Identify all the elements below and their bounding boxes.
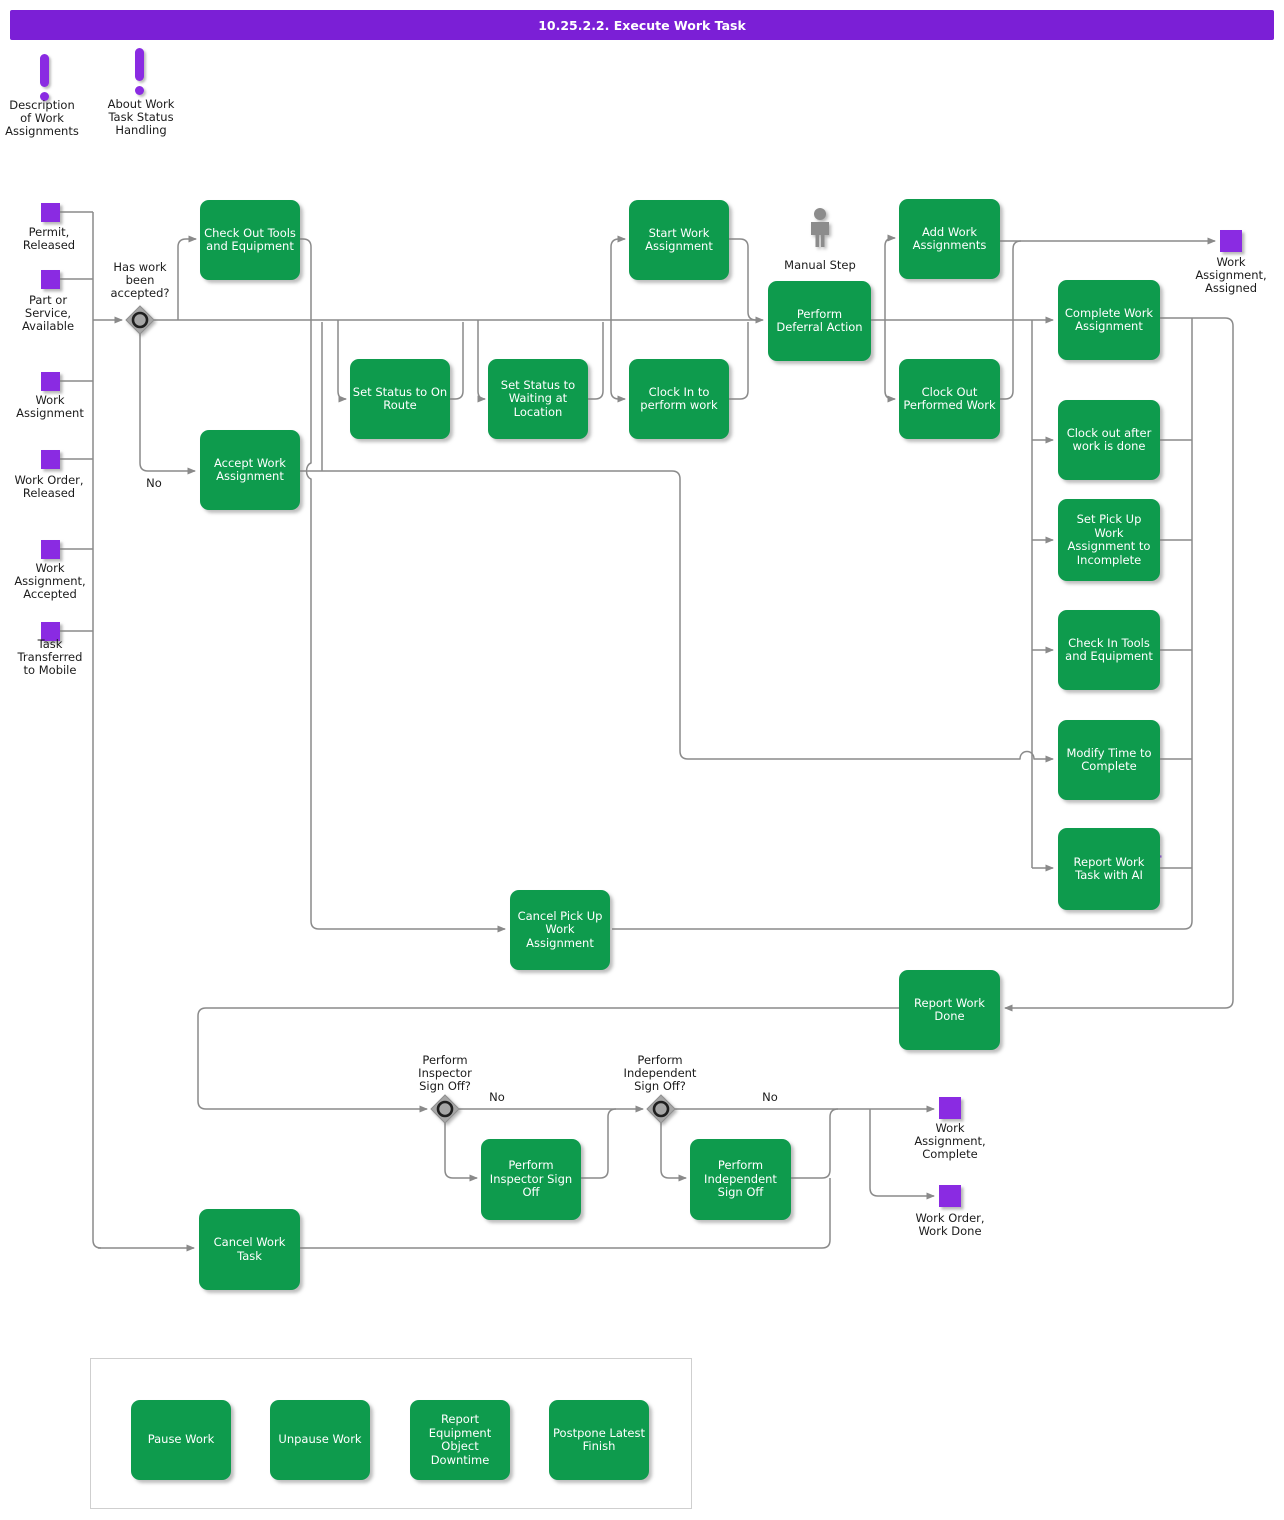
connector <box>300 1178 831 1249</box>
event-work-assignment-complete[interactable] <box>939 1097 961 1119</box>
description-exclamation-icon[interactable] <box>40 54 50 101</box>
task-set-status-on-route[interactable]: Set Status to On Route <box>350 359 450 439</box>
task-perform-inspector-sign-off[interactable]: Perform Inspector Sign Off <box>481 1139 581 1220</box>
connector <box>1004 317 1234 1012</box>
connector <box>450 322 464 400</box>
event-label: Permit, Released <box>22 225 76 252</box>
event-work-assignment-assigned[interactable] <box>1220 230 1242 252</box>
connector <box>300 470 1054 763</box>
event-work-assignment[interactable] <box>41 372 60 391</box>
task-cancel-pick-up-work-assignment[interactable]: Cancel Pick Up Work Assignment <box>510 890 610 970</box>
connector <box>139 334 196 475</box>
task-report-equipment-object-downtime[interactable]: Report Equipment Object Downtime <box>410 1400 510 1480</box>
decision-no-label: No <box>146 476 162 490</box>
task-unpause-work[interactable]: Unpause Work <box>270 1400 370 1480</box>
task-check-in-tools[interactable]: Check In Tools and Equipment <box>1058 610 1160 690</box>
decision-has-work-been-accepted[interactable] <box>125 305 155 335</box>
task-postpone-latest-finish[interactable]: Postpone Latest Finish <box>549 1400 649 1480</box>
connector <box>477 320 486 403</box>
decision-question: Perform Inspector Sign Off? <box>418 1053 472 1093</box>
event-label: Task Transferred to Mobile <box>17 637 83 677</box>
task-set-pick-up-work-assignment-incomplete[interactable]: Set Pick Up Work Assignment to Incomplet… <box>1058 499 1160 581</box>
description-link-label[interactable]: Description of Work Assignments <box>5 98 79 138</box>
about-exclamation-icon[interactable] <box>135 48 145 95</box>
connector <box>581 1108 617 1179</box>
connector <box>588 322 604 400</box>
event-label: Work Order, Released <box>14 473 84 500</box>
event-work-order-released[interactable] <box>41 450 60 469</box>
task-check-out-tools[interactable]: Check Out Tools and Equipment <box>200 200 300 280</box>
connector <box>729 238 757 321</box>
event-work-assignment-accepted[interactable] <box>41 540 60 559</box>
task-set-status-waiting-at-location[interactable]: Set Status to Waiting at Location <box>488 359 588 439</box>
connector <box>197 1007 899 1113</box>
event-label: Work Order, Work Done <box>915 1211 985 1238</box>
task-clock-out-performed-work[interactable]: Clock Out Performed Work <box>899 359 1000 439</box>
task-perform-independent-sign-off[interactable]: Perform Independent Sign Off <box>690 1139 791 1220</box>
event-label: Part or Service, Available <box>21 293 75 333</box>
event-label: Work Assignment <box>16 393 84 420</box>
connector <box>791 1108 839 1179</box>
connector <box>610 320 626 403</box>
page-title: 10.25.2.2. Execute Work Task <box>10 10 1274 40</box>
connector <box>610 235 626 320</box>
connector <box>660 1123 687 1182</box>
decision-question: Perform Independent Sign Off? <box>623 1053 697 1093</box>
exclamation-bar-icon <box>40 54 49 87</box>
connector <box>337 320 347 403</box>
connector <box>59 211 102 1249</box>
event-work-order-work-done[interactable] <box>939 1185 961 1207</box>
connector <box>612 318 1193 930</box>
task-add-work-assignments[interactable]: Add Work Assignments <box>899 199 1000 279</box>
task-report-work-task-with-ai[interactable]: Report Work Task with AI <box>1058 828 1160 910</box>
connector <box>729 322 749 400</box>
connector <box>300 238 506 933</box>
about-link-label[interactable]: About Work Task Status Handling <box>107 97 175 137</box>
connector <box>444 1123 478 1182</box>
task-pause-work[interactable]: Pause Work <box>131 1400 231 1480</box>
connector <box>884 320 896 403</box>
event-label: Work Assignment, Accepted <box>14 561 86 601</box>
event-label: Work Assignment, Complete <box>914 1121 986 1161</box>
task-report-work-done[interactable]: Report Work Done <box>899 970 1000 1050</box>
event-task-transferred-to-mobile[interactable] <box>41 622 60 641</box>
task-accept-work-assignment[interactable]: Accept Work Assignment <box>200 430 300 510</box>
decision-no-label: No <box>762 1090 778 1104</box>
exclamation-dot-icon <box>135 86 144 95</box>
connector <box>884 234 896 320</box>
event-permit-released[interactable] <box>41 203 60 222</box>
connector <box>1160 439 1192 869</box>
connector <box>177 235 197 320</box>
task-complete-work-assignment[interactable]: Complete Work Assignment <box>1058 280 1160 360</box>
task-perform-deferral-action[interactable]: Perform Deferral Action <box>768 281 871 361</box>
exclamation-dot-icon <box>40 92 49 101</box>
connector <box>869 1109 935 1200</box>
connector <box>1000 240 1022 400</box>
task-clock-out-after-work-is-done[interactable]: Clock out after work is done <box>1058 400 1160 480</box>
task-clock-in-to-perform-work[interactable]: Clock In to perform work <box>629 359 729 439</box>
decision-question: Has work been accepted? <box>110 260 170 300</box>
event-part-or-service-available[interactable] <box>41 270 60 289</box>
event-label: Work Assignment, Assigned <box>1195 255 1267 295</box>
task-modify-time-to-complete[interactable]: Modify Time to Complete <box>1058 720 1160 800</box>
manual-step-icon <box>811 208 829 247</box>
decision-perform-independent-sign-off[interactable] <box>646 1094 676 1124</box>
decision-no-label: No <box>489 1090 505 1104</box>
task-cancel-work-task[interactable]: Cancel Work Task <box>199 1209 300 1290</box>
exclamation-bar-icon <box>135 48 144 81</box>
decision-perform-inspector-sign-off[interactable] <box>430 1094 460 1124</box>
connectors <box>59 211 1234 1252</box>
task-start-work-assignment[interactable]: Start Work Assignment <box>629 200 729 280</box>
manual-step-label: Manual Step <box>784 258 856 272</box>
